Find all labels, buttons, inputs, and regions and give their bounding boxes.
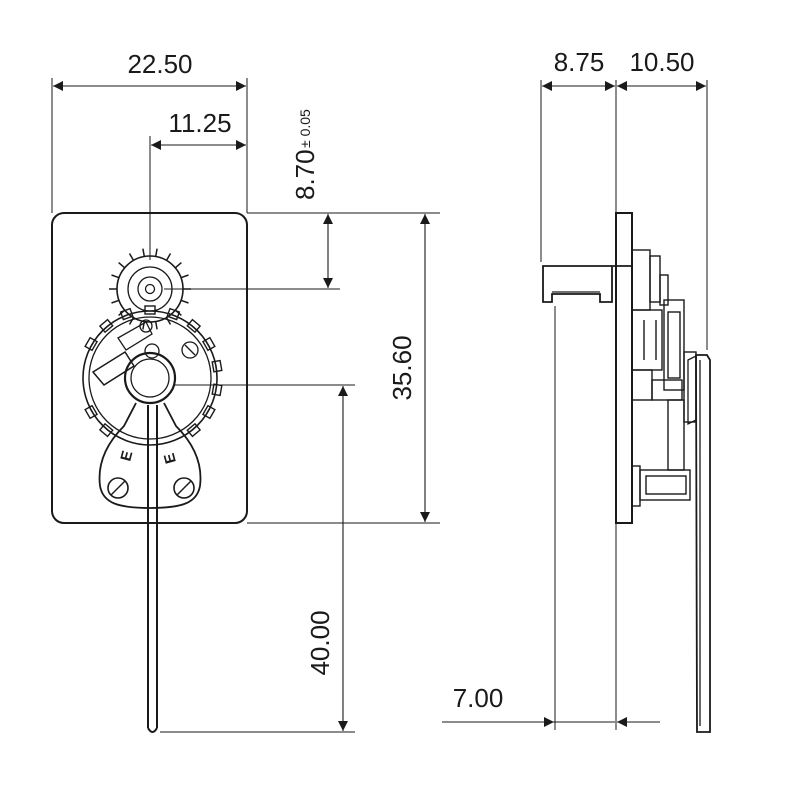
sprocket-tooth (128, 317, 135, 325)
shaft (147, 405, 158, 733)
sprocket-tooth (142, 248, 146, 257)
dim-side-depth-front: 8.75 (554, 47, 605, 77)
contact-tab (98, 422, 114, 438)
contact-tab (211, 359, 223, 373)
side-mechanism (631, 249, 697, 507)
contact-tab (186, 318, 202, 334)
dim-shaft-length: 40.00 (305, 610, 335, 675)
sprocket-tooth (180, 299, 189, 304)
side-dimension-lines (505, 81, 706, 727)
sprocket-tooth (165, 317, 172, 325)
dim-side-offset: 7.00 (453, 683, 504, 713)
contact-tab (84, 404, 99, 420)
dim-side-depth-back: 10.50 (629, 47, 694, 77)
marking-right: E (161, 451, 180, 465)
contact-tab (166, 307, 181, 321)
front-view (51, 212, 248, 733)
marking-left: E (117, 449, 136, 463)
sprocket-tooth (154, 248, 158, 257)
sprocket-tooth (111, 299, 120, 304)
front-extension-lines (51, 78, 440, 733)
contact-tab (119, 307, 134, 321)
dim-plate-height: 35.60 (387, 335, 417, 400)
switch-body (82, 305, 223, 446)
side-view (542, 212, 711, 733)
sprocket-tooth (128, 253, 135, 261)
contact-tab (201, 336, 216, 352)
mount-bracket (98, 402, 202, 509)
sprocket-tooth (111, 274, 120, 279)
sprocket-tooth (165, 253, 172, 261)
dim-top-to-wheel: 8.70 (290, 149, 320, 200)
dim-front-width: 22.50 (127, 49, 192, 79)
contact-tab (98, 318, 114, 334)
sprocket-tooth (118, 262, 126, 269)
sprocket-tooth (174, 262, 182, 269)
contact-tab (144, 305, 156, 315)
dim-top-to-wheel-tolerance: ± 0.05 (297, 109, 313, 148)
sprocket-tooth (180, 274, 189, 279)
dim-front-center-offset: 11.25 (168, 108, 231, 138)
front-dimension-lines (53, 81, 430, 731)
contact-tab (84, 336, 99, 352)
sprocket-tooth (154, 321, 158, 330)
contact-tab (201, 404, 216, 420)
side-plate (615, 212, 633, 524)
contact-tab (186, 422, 202, 438)
side-extension-lines (442, 80, 708, 730)
